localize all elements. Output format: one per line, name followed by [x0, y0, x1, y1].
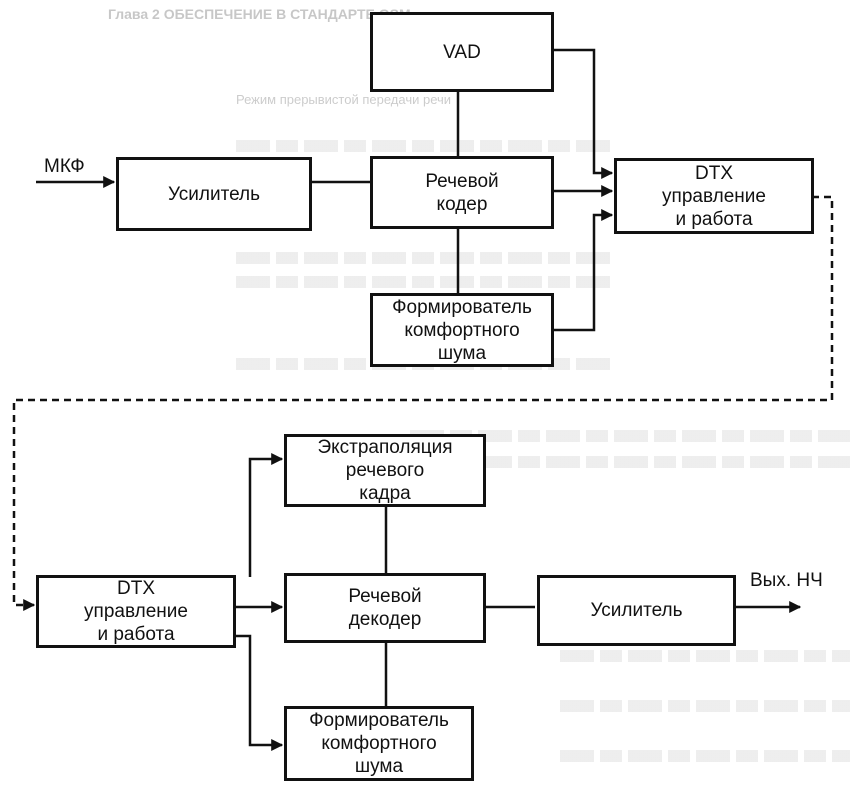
dtx-to-extrapolation-arrow	[248, 453, 284, 577]
frame-extrapolation-block: Экстраполяция речевого кадра	[284, 434, 486, 507]
background-text-line	[560, 650, 850, 662]
rx-comfort-noise-block: Формирователь комфортного шума	[284, 706, 474, 781]
background-text-line	[560, 750, 850, 762]
block-label: речевого	[345, 460, 425, 481]
block-label: комфортного	[321, 733, 437, 754]
block-label: и работа	[675, 208, 753, 230]
block-label: Речевой	[425, 170, 499, 192]
background-heading: Глава 2 ОБЕСПЕЧЕНИЕ В СТАНДАРТЕ GSM	[108, 6, 411, 22]
tx-amplifier-block: Усилитель	[116, 157, 312, 231]
block-label: Речевой	[348, 586, 422, 607]
block-label: кадра	[359, 483, 411, 504]
block-label: Усилитель	[590, 600, 683, 621]
background-text-line	[410, 456, 850, 468]
tx-dtx-block: DTX управление и работа	[614, 158, 814, 234]
block-label: Усилитель	[167, 183, 261, 205]
background-text-line	[560, 700, 850, 712]
block-label: Формирователь	[309, 710, 449, 731]
background-subheading: Режим прерывистой передачи речи	[236, 92, 452, 107]
vad-block: VAD	[370, 12, 554, 92]
tx-comfort-noise-block: Формирователь комфортного шума	[370, 293, 554, 367]
block-label: Экстраполяция	[317, 437, 453, 458]
dtx-to-noise-arrow	[234, 634, 284, 751]
block-label: DTX	[695, 162, 733, 184]
speech-coder-block: Речевой кодер	[370, 156, 554, 229]
channel-dashed-line	[12, 195, 834, 611]
audio-output-label: Вых. НЧ	[750, 570, 823, 591]
rx-dtx-block: DTX управление и работа	[36, 575, 236, 648]
block-label: кодер	[436, 193, 488, 215]
block-label: комфортного	[404, 319, 520, 341]
noise-to-dtx-arrow	[552, 209, 614, 332]
block-label: Формирователь	[392, 296, 532, 318]
speech-decoder-block: Речевой декодер	[284, 573, 486, 643]
rx-amplifier-block: Усилитель	[537, 575, 736, 646]
background-text-line	[236, 276, 616, 288]
block-label: шума	[437, 342, 487, 364]
block-label: VAD	[443, 41, 481, 63]
background-text-line	[410, 430, 850, 442]
block-label: управление	[662, 185, 766, 207]
vad-to-dtx-arrow	[552, 48, 614, 179]
background-text-line	[236, 140, 616, 152]
block-label: управление	[84, 601, 188, 622]
block-label: декодер	[348, 609, 422, 630]
background-text-line	[236, 252, 616, 264]
block-label: и работа	[97, 624, 175, 645]
mic-input-label: МКФ	[44, 156, 85, 177]
block-label: DTX	[117, 578, 155, 599]
block-label: шума	[354, 756, 404, 777]
